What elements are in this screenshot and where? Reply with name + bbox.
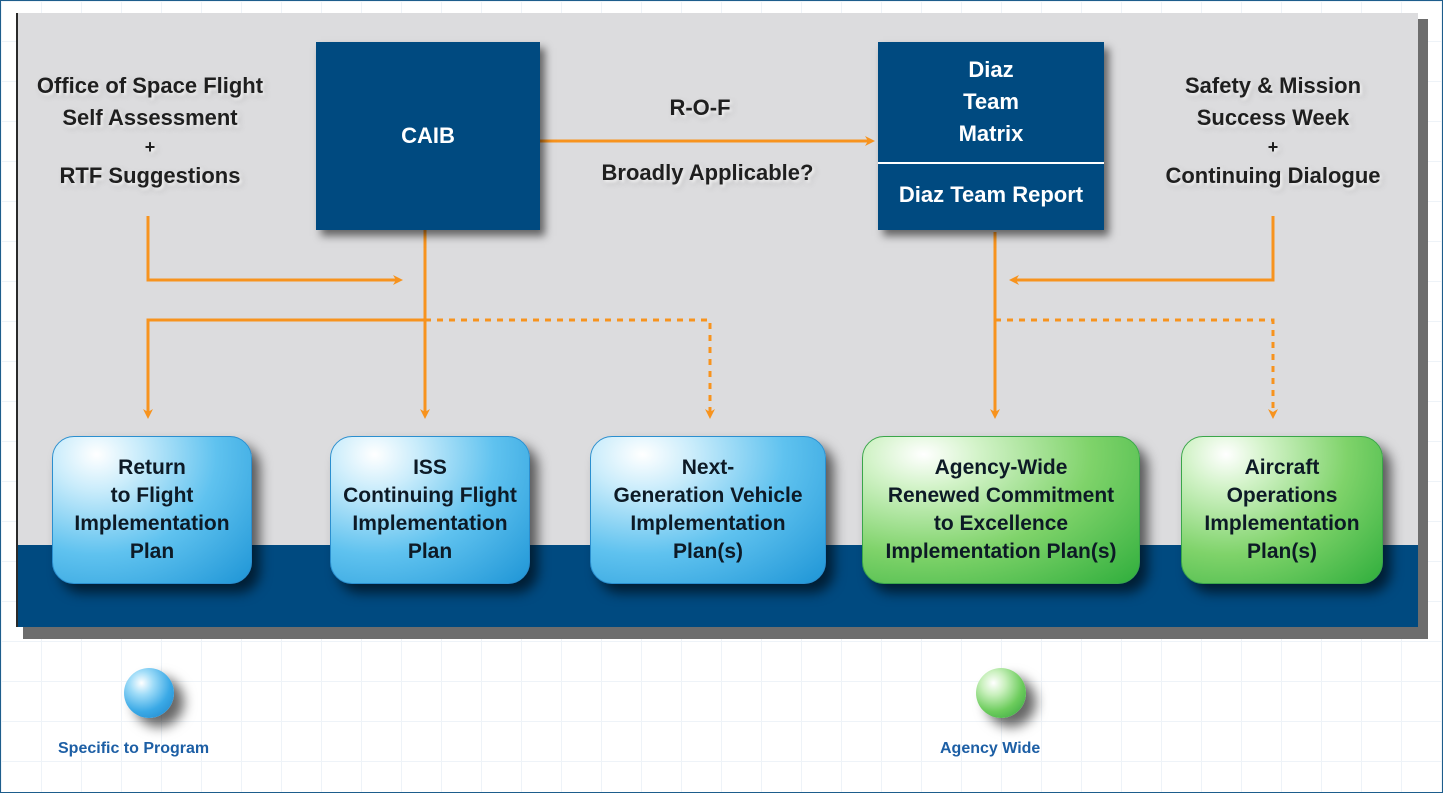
plan-line: Continuing Flight (343, 484, 517, 508)
left-source-line: + (144, 136, 156, 157)
plan-line: Implementation (352, 512, 508, 535)
broadly-applicable-label: Broadly Applicable? (575, 157, 840, 189)
plan-line: Next- (681, 456, 735, 480)
plan-line: Plan (129, 539, 175, 563)
rof-text: R-O-F (669, 95, 731, 120)
aircraft-operations-plan: Aircraft Operations Implementation Plan(… (1181, 436, 1383, 584)
right-source-arrow (1009, 216, 1275, 285)
aircraft-dashed-arrow (995, 318, 1278, 419)
right-source-line: Success Week (1196, 104, 1350, 130)
plan-line: Plan(s) (1246, 539, 1317, 563)
left-source-line: RTF Suggestions (59, 162, 241, 188)
diaz-report-label: Diaz Team Report (898, 182, 1084, 207)
diaz-team-box: Diaz Team Matrix Diaz Team Report (878, 42, 1104, 230)
right-source-line: Safety & Mission (1184, 73, 1362, 98)
diaz-title-line: Diaz (968, 57, 1014, 82)
return-to-flight-plan: Return to Flight Implementation Plan (52, 436, 252, 584)
iss-continuing-flight-plan: ISS Continuing Flight Implementation Pla… (330, 436, 530, 584)
right-source-label: Safety & Mission Success Week + Continui… (1145, 70, 1401, 192)
plan-line: Aircraft (1244, 456, 1320, 480)
program-legend-label: Specific to Program (58, 740, 210, 757)
plan-line: Implementation (630, 512, 786, 535)
plan-line: Implementation (74, 512, 230, 535)
plan-line: to Excellence (933, 512, 1069, 535)
next-generation-vehicle-plan: Next- Generation Vehicle Implementation … (590, 436, 826, 584)
plan-line: Return (118, 456, 186, 480)
agency-legend-label: Agency Wide (940, 740, 1041, 757)
rtf-branch-arrow (143, 318, 425, 419)
plan-line: Generation Vehicle (613, 484, 803, 508)
nextgen-dashed-arrow (425, 318, 715, 419)
left-source-line: Office of Space Flight (36, 73, 264, 98)
program-legend-swatch (124, 668, 174, 718)
broadly-applicable-text: Broadly Applicable? (601, 160, 814, 185)
diaz-title-line: Matrix (958, 121, 1024, 146)
plan-line: Renewed Commitment (887, 484, 1115, 508)
rof-label: R-O-F (600, 92, 800, 124)
left-source-line: Self Assessment (62, 104, 238, 130)
diaz-title-line: Team (963, 89, 1019, 114)
left-source-arrow (146, 216, 403, 285)
plan-line: to Flight (110, 484, 194, 508)
caib-label: CAIB (401, 123, 455, 148)
plan-line: Implementation Plan(s) (885, 539, 1117, 563)
plan-line: Operations (1226, 484, 1338, 508)
right-source-line: + (1267, 136, 1279, 157)
plan-line: Agency-Wide (934, 456, 1068, 480)
agency-legend-swatch (976, 668, 1026, 718)
plan-line: Plan(s) (672, 539, 743, 563)
left-source-label: Office of Space Flight Self Assessment +… (22, 70, 278, 192)
agency-wide-renewed-commitment-plan: Agency-Wide Renewed Commitment to Excell… (862, 436, 1140, 584)
caib-box: CAIB (316, 42, 540, 230)
plan-line: ISS (413, 456, 447, 480)
right-source-line: Continuing Dialogue (1165, 162, 1381, 188)
plan-line: Implementation (1204, 512, 1360, 535)
plan-line: Plan (407, 539, 453, 563)
diaz-divider (878, 162, 1104, 164)
